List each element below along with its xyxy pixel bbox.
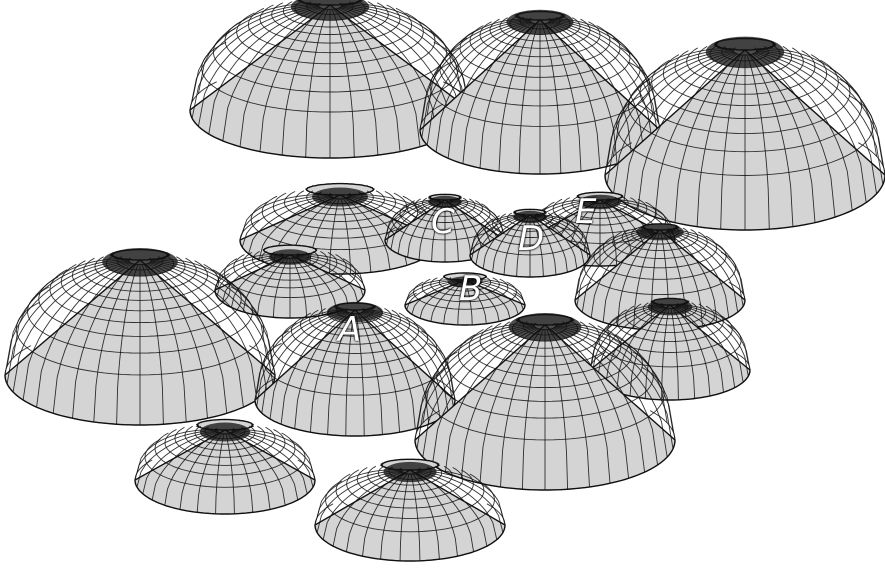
dome-back-middle [420,10,660,174]
label-b: B [459,272,482,306]
label-a: A [338,313,361,347]
label-c: C [431,205,455,239]
dome-front-left-large [5,248,275,425]
label-d: D [518,222,544,256]
domes-layer [5,0,885,561]
label-e: E [575,195,596,229]
dome-bottom-left-small [135,420,315,515]
